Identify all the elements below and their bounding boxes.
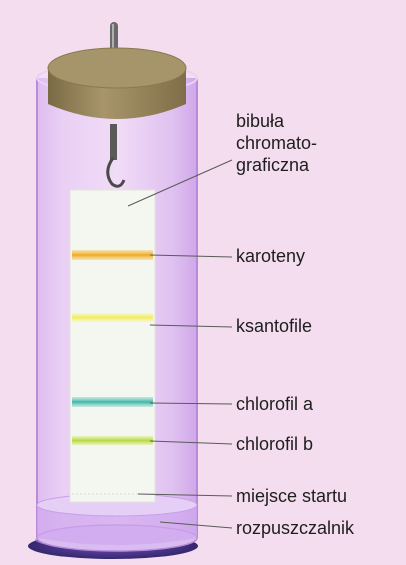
paper-label: bibuła chromato- graficzna <box>236 110 317 176</box>
chlorophyll-b-label: chlorofil b <box>236 433 313 455</box>
paper-label-line3: graficzna <box>236 154 317 176</box>
xanthophylls-label: ksantofile <box>236 315 312 337</box>
hook <box>110 124 117 160</box>
paper-label-line2: chromato- <box>236 132 317 154</box>
solvent-label: rozpuszczalnik <box>236 517 354 539</box>
start-label: miejsce startu <box>236 485 347 507</box>
carotene-band <box>72 250 153 260</box>
paper-label-line1: bibuła <box>236 110 317 132</box>
carotenes-label: karoteny <box>236 245 305 267</box>
chlorophyll-b-band <box>72 436 153 445</box>
xanthophyll-band <box>72 313 153 322</box>
chlorophyll-a-band <box>72 397 153 407</box>
chlorophyll-a-label: chlorofil a <box>236 393 313 415</box>
chromatography-paper <box>70 190 155 502</box>
